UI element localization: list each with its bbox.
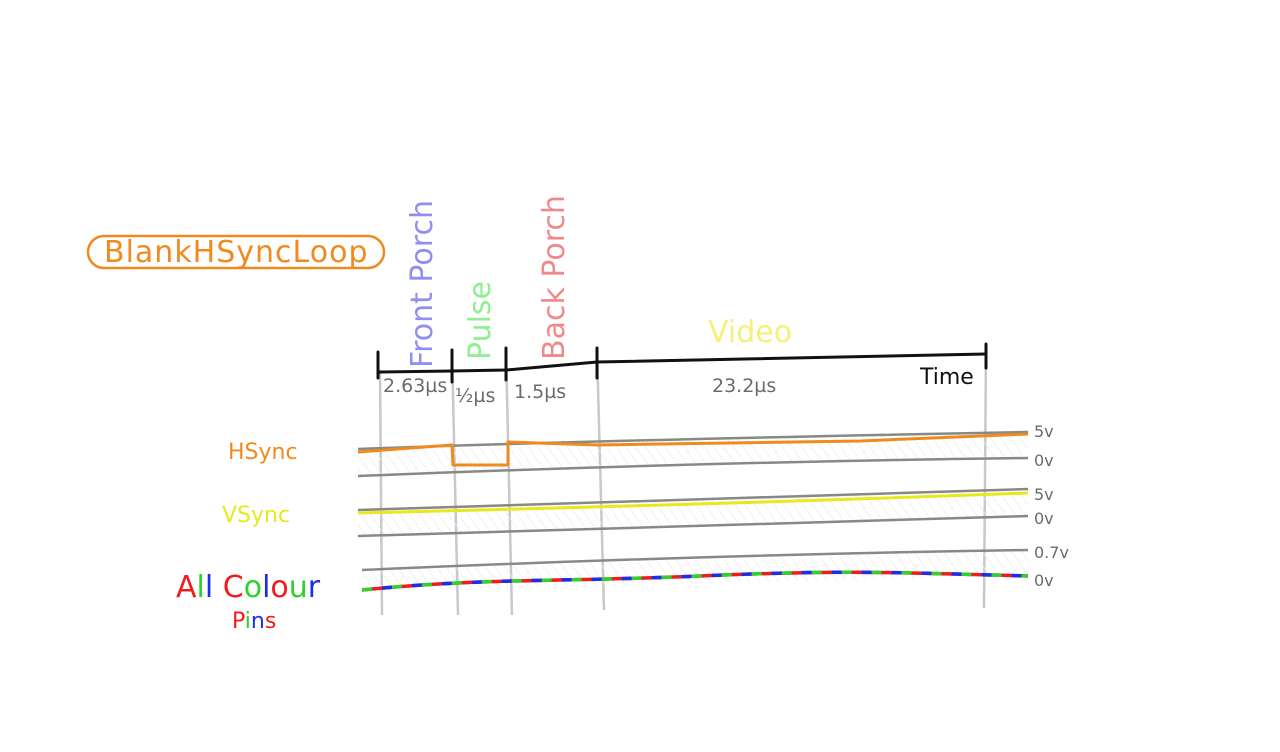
pulse-duration: ½µs [455, 385, 495, 407]
vsync-label: VSync [222, 503, 290, 528]
back-porch-label: Back Porch [537, 195, 572, 360]
all-colour-label: All Colour [176, 570, 321, 605]
vsync-high-line [357, 487, 1029, 512]
pulse-label: Pulse [463, 281, 498, 360]
timeline-bracket [376, 342, 988, 384]
colour-hatch [362, 550, 1028, 592]
video-duration: 23.2µs [712, 375, 776, 397]
vsync-hatch [358, 489, 1028, 536]
hsync-high-label: 5v [1034, 422, 1054, 441]
video-label: Video [708, 315, 792, 350]
vsync-low-line [357, 514, 1029, 538]
hsync-trace-group: HSync 5v 0v [228, 422, 1054, 478]
title-group: BlankHSyncLoop [86, 234, 386, 270]
hsync-low-label: 0v [1034, 451, 1054, 470]
pins-label: Pins [232, 609, 276, 634]
colour-high-line [361, 548, 1029, 572]
hsync-low-line [357, 456, 1029, 478]
title-outline [86, 234, 386, 270]
colour-low-label: 0v [1034, 571, 1054, 590]
front-porch-label: Front Porch [405, 200, 440, 368]
vsync-trace-group: VSync 5v 0v [222, 485, 1054, 538]
hsync-signal-trace [357, 432, 1029, 467]
time-axis-label: Time [919, 365, 974, 390]
colour-trace-green [361, 570, 1029, 592]
vsync-signal-trace [357, 491, 1029, 515]
hsync-label: HSync [228, 440, 298, 465]
colour-high-label: 0.7v [1034, 543, 1069, 562]
vsync-high-label: 5v [1034, 485, 1054, 504]
front-porch-duration: 2.63µs [383, 375, 447, 397]
back-porch-duration: 1.5µs [514, 381, 566, 403]
vsync-low-label: 0v [1034, 509, 1054, 528]
colour-trace-group: 0.7v 0v All Colour Pins [176, 543, 1069, 634]
diagram-title: BlankHSyncLoop [104, 235, 369, 270]
